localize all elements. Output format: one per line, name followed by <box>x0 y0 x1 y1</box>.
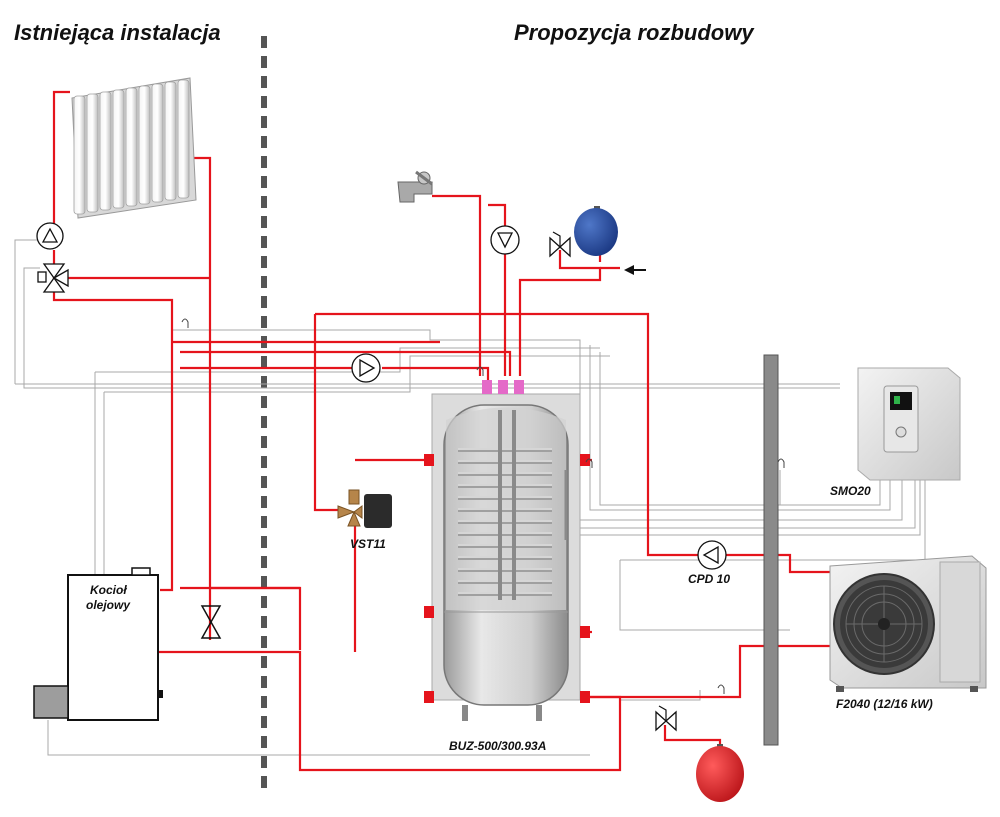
cpd10-pump: CPD 10 <box>688 540 730 586</box>
boiler-label-line2: olejowy <box>86 598 131 612</box>
temperature-sensors <box>181 318 785 694</box>
dhw-circulation-pump <box>490 225 520 255</box>
tank-label: BUZ-500/300.93A <box>449 739 546 753</box>
heating-expansion-vessel <box>696 744 744 802</box>
heat-pump-label: F2040 (12/16 kW) <box>836 697 933 711</box>
dhw-safety-valve <box>549 231 571 258</box>
hydraulic-pipes <box>52 90 830 772</box>
smo20-label: SMO20 <box>830 484 871 498</box>
check-valve <box>200 605 222 639</box>
heading-proposed-extension: Propozycja rozbudowy <box>514 20 755 45</box>
heating-safety-valve <box>655 705 677 732</box>
heading-existing-installation: Istniejąca instalacja <box>14 20 221 45</box>
dhw-expansion-vessel <box>574 206 618 256</box>
vst11-label: VST11 <box>350 537 386 551</box>
water-tap-icon <box>397 170 433 203</box>
smo20-controller: SMO20 <box>830 367 961 498</box>
radiator-circulation-pump <box>36 222 64 250</box>
boiler-label-line1: Kocioł <box>90 583 127 597</box>
vst11-valve: VST11 <box>337 489 392 551</box>
storage-tank: BUZ-500/300.93A <box>424 380 590 753</box>
oil-boiler: Kocioł olejowy <box>33 567 163 721</box>
mixing-valve <box>37 263 69 293</box>
tank-charge-pump <box>351 353 381 383</box>
radiator <box>71 77 197 219</box>
heat-pump-unit: F2040 (12/16 kW) <box>829 555 987 711</box>
cold-water-inlet-arrow <box>624 265 646 275</box>
cpd10-label: CPD 10 <box>688 572 730 586</box>
wall-column <box>763 354 779 746</box>
